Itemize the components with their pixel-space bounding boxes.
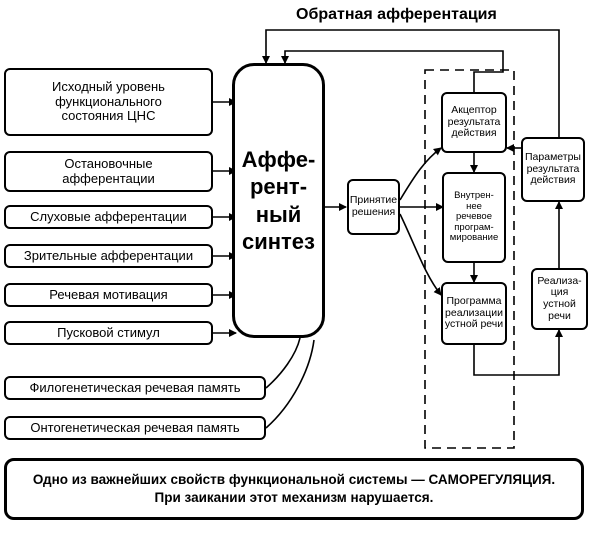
footer-note: Одно из важнейших свойств функциональной… [4,458,584,520]
dashed-frame [424,69,515,449]
input-box-initial-state: Исходный уровень функционального состоян… [4,68,213,136]
arrow-decision-acceptor [399,147,442,201]
feedback-loop-outer [262,29,560,137]
speech-realization-box: Реализа- ция устной речи [531,268,588,330]
afferent-synthesis-label: Аффе- рент- ный синтез [241,146,316,255]
feedback-title: Обратная афферентация [296,6,497,23]
input-box-trigger-stimulus: Пусковой стимул [4,321,213,345]
decision-box: Принятие решения [347,179,400,235]
footer-line-1: Одно из важнейших свойств функциональной… [32,471,556,487]
afferent-synthesis-box: Аффе- рент- ный синтез [232,63,325,338]
footer-line-2: При заикании этот механизм нарушается. [154,490,434,505]
link-ontogenetic-memory [265,339,315,429]
memory-box-ontogenetic: Онтогенетическая речевая память [4,416,266,440]
input-box-stopping-afferents: Остановочные афферентации [4,151,213,192]
inner-programming-box: Внутрен- нее речевое програм- мирование [442,172,506,263]
result-parameters-box: Параметры результата действия [521,137,585,202]
arrow-decision-realization-program [399,213,442,296]
realization-program-box: Программа реализации устной речи [441,282,507,345]
input-box-speech-motivation: Речевая мотивация [4,283,213,307]
arrow-program-realization [473,329,563,376]
input-box-auditory: Слуховые афферентации [4,205,213,229]
feedback-loop-inner [281,50,504,92]
link-phylogenetic-memory [265,337,301,389]
input-box-visual: Зрительные афферентации [4,244,213,268]
acceptor-box: Акцептор результата действия [441,92,507,153]
memory-box-phylogenetic: Филогенетическая речевая память [4,376,266,400]
